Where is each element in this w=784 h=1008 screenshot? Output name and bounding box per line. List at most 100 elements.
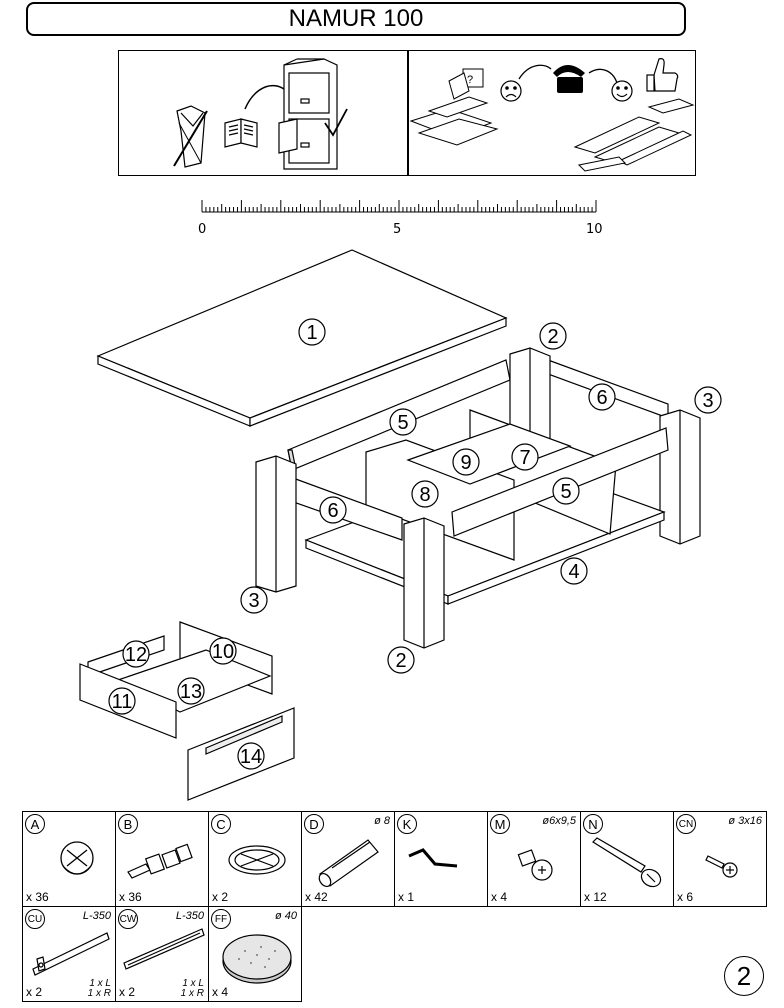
hardware-cell-c: C x 2 — [208, 811, 302, 907]
hardware-code: CU — [25, 909, 45, 929]
allen-key-icon — [408, 848, 458, 868]
hardware-code: B — [118, 814, 138, 834]
svg-text:1: 1 — [306, 322, 317, 344]
wooden-dowel-icon — [318, 839, 379, 888]
callout-13: 13 — [177, 677, 205, 705]
hardware-qty: x 42 — [305, 890, 328, 904]
drawer-runner-icon — [32, 932, 110, 976]
callout-3-right: 3 — [694, 386, 722, 414]
hardware-cell-k: K x 1 — [394, 811, 488, 907]
part-front-leg — [403, 517, 445, 649]
hardware-spec: L-350 — [175, 910, 204, 922]
callout-10: 10 — [209, 637, 237, 665]
long-screw-icon — [592, 837, 662, 888]
hardware-qty: x 12 — [584, 890, 607, 904]
hardware-spec: ø 3x16 — [728, 815, 762, 827]
svg-text:12: 12 — [125, 644, 147, 666]
hardware-code: N — [583, 814, 603, 834]
scale-ruler — [201, 200, 597, 213]
call-arrow-icon — [518, 64, 552, 80]
damaged-parts-icon: ? — [409, 68, 499, 146]
exploded-assembly-diagram: 1 2 3 6 5 9 7 8 5 6 4 3 2 12 10 13 11 14 — [79, 249, 722, 801]
hardware-qty: x 4 — [212, 985, 229, 999]
thumbs-up-icon — [646, 58, 679, 92]
callout-5-back: 5 — [389, 408, 417, 436]
hardware-cell-d: D ø 8 x 42 — [301, 811, 395, 907]
instruction-illustrations: ? — [173, 58, 695, 172]
hardware-spec: ø6x9,5 — [542, 815, 576, 827]
panel-divider — [407, 51, 409, 175]
callout-6-back: 6 — [588, 383, 616, 411]
callout-6-front: 6 — [319, 496, 347, 524]
svg-text:10: 10 — [212, 641, 234, 663]
ruler-label-10: 10 — [586, 222, 603, 237]
part-right-leg — [659, 409, 701, 545]
ruler-label-0: 0 — [198, 222, 207, 237]
callout-9: 9 — [452, 448, 480, 476]
felt-pad-icon — [222, 934, 292, 984]
telephone-icon — [553, 65, 585, 93]
callout-2-top: 2 — [539, 322, 567, 350]
svg-text:?: ? — [467, 74, 473, 86]
bolt-icon — [517, 849, 553, 881]
svg-text:3: 3 — [248, 590, 259, 612]
svg-text:14: 14 — [240, 746, 262, 768]
part-inner-panel-9 — [406, 423, 572, 485]
cam-lock-icon — [60, 841, 94, 875]
title-banner: NAMUR 100 — [26, 2, 686, 36]
svg-text:2: 2 — [547, 326, 558, 348]
callout-7: 7 — [511, 443, 539, 471]
hardware-qty: x 1 — [398, 890, 415, 904]
callout-1: 1 — [298, 318, 326, 346]
resolve-arrow-icon — [588, 68, 618, 84]
hardware-code: A — [25, 814, 45, 834]
hardware-code: FF — [211, 909, 231, 929]
callout-8: 8 — [411, 480, 439, 508]
callout-4: 4 — [560, 557, 588, 585]
hardware-code: M — [490, 814, 510, 834]
svg-text:7: 7 — [519, 447, 530, 469]
hardware-code: D — [304, 814, 324, 834]
hardware-code: CW — [118, 909, 138, 929]
callout-5-front: 5 — [552, 477, 580, 505]
hardware-spec: ø 40 — [274, 910, 297, 922]
checkmark-icon — [324, 108, 348, 137]
svg-text:3: 3 — [702, 390, 713, 412]
callout-14: 14 — [237, 742, 265, 770]
ruler-label-5: 5 — [393, 222, 402, 237]
callout-11: 11 — [108, 687, 136, 715]
hardware-cell-cn: CN ø 3x16 x 6 — [673, 811, 767, 907]
happy-face-icon — [611, 80, 633, 102]
cam-bolt-icon — [127, 843, 193, 879]
drawer-rail-icon — [123, 928, 205, 970]
sad-face-icon — [500, 80, 522, 102]
hardware-qty: x 2 — [212, 890, 229, 904]
hardware-qty: x 36 — [119, 890, 142, 904]
hardware-qty: x 4 — [491, 890, 508, 904]
svg-text:2: 2 — [395, 650, 406, 672]
hardware-cell-m: M ø6x9,5 x 4 — [487, 811, 581, 907]
hardware-qty: x 2 — [119, 985, 136, 999]
callout-12: 12 — [122, 640, 150, 668]
svg-text:5: 5 — [560, 481, 571, 503]
hardware-qty: x 36 — [26, 890, 49, 904]
hardware-code: CN — [676, 814, 696, 834]
page-number: 2 — [724, 956, 764, 996]
svg-text:6: 6 — [327, 500, 338, 522]
short-screw-icon — [705, 855, 738, 878]
replacement-parts-icon — [573, 98, 695, 172]
cable-grommet-icon — [228, 845, 286, 875]
svg-text:4: 4 — [568, 561, 579, 583]
hardware-spec: ø 8 — [374, 815, 390, 827]
svg-text:9: 9 — [460, 452, 471, 474]
svg-text:11: 11 — [112, 691, 133, 713]
svg-text:8: 8 — [419, 484, 430, 506]
hardware-code: C — [211, 814, 231, 834]
callout-2-front: 2 — [387, 646, 415, 674]
hardware-cell-b: B x 36 — [115, 811, 209, 907]
svg-text:13: 13 — [180, 681, 202, 703]
svg-text:5: 5 — [397, 412, 408, 434]
